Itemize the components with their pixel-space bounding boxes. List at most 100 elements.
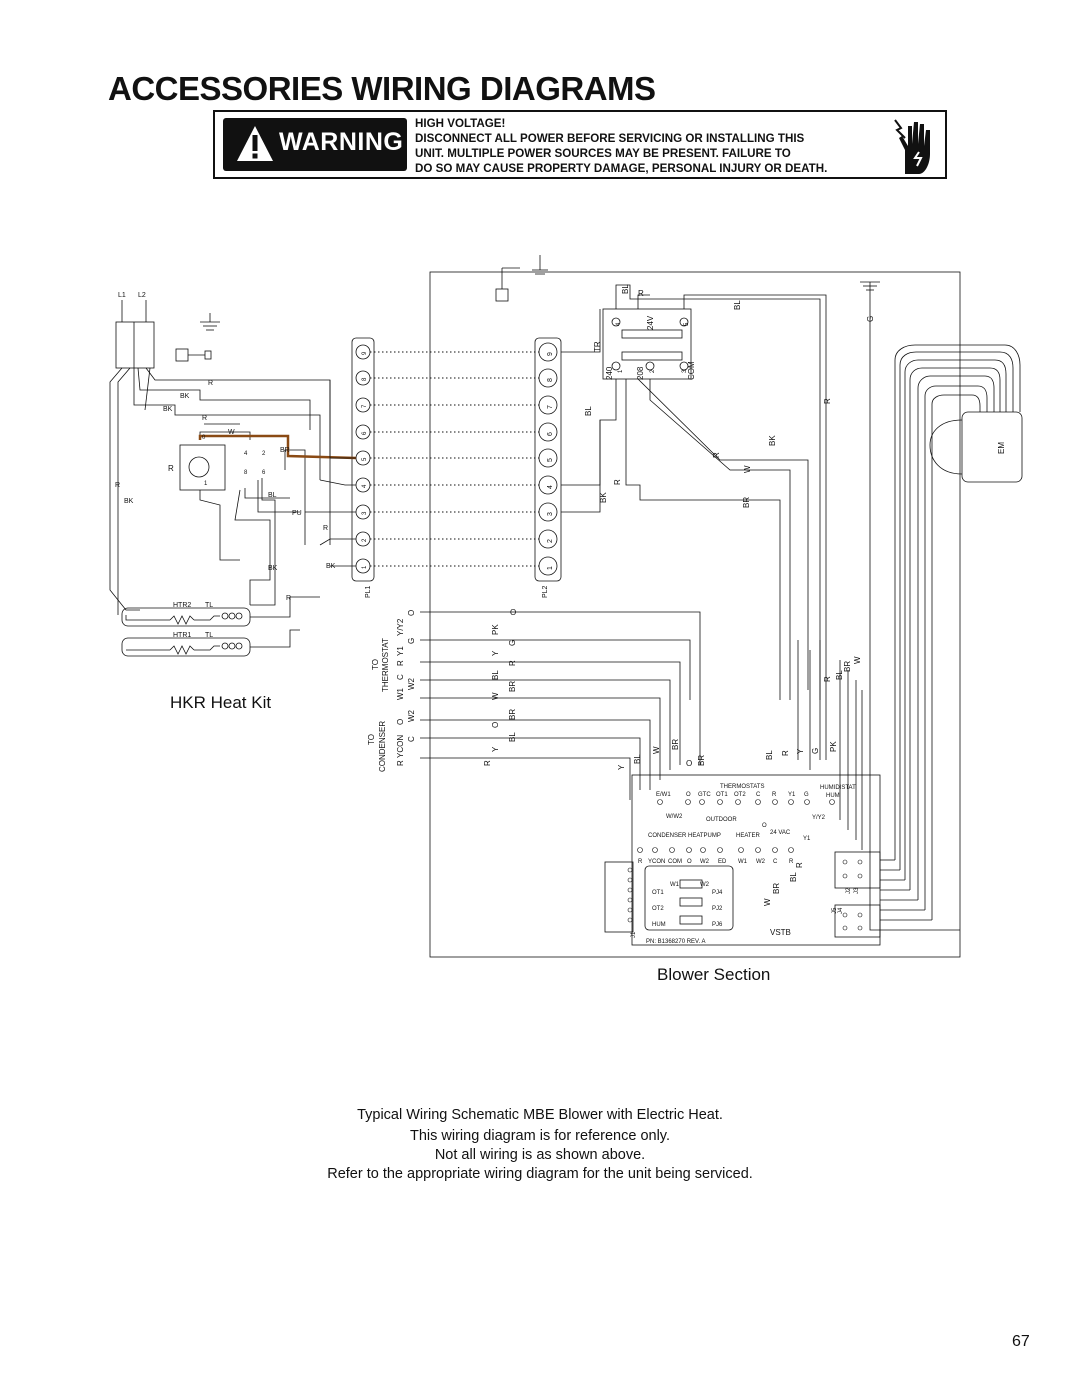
wire-label: R [323,525,328,532]
vstb-jumper-plug: PJ4 [712,890,723,896]
heater-label: HTR1 [173,632,191,639]
relay-terminal: 8 [244,470,248,476]
condenser-wire: O [491,722,500,728]
vstb-bottom-terminal: W1 [738,859,748,865]
vstb-wire: O [686,759,692,768]
pl2-pin: 1 [547,566,554,570]
wire-label: R [115,482,120,489]
pl1-pin: 7 [362,404,368,408]
vstb-heater-label: HEATER [736,833,761,839]
vstb-wire: BR [671,739,680,750]
vstb-outdoor-label: OUTDOOR [706,817,737,823]
vstb-name: VSTB [770,928,791,937]
vstb-wire: W [652,746,661,754]
pl2-pin: 5 [547,458,554,462]
vstb-wire: R [781,750,790,756]
vstb-bottom-terminal: R [789,859,794,865]
vstb-connector: J5 [832,907,838,914]
condenser-wire: R [483,760,492,766]
vstb-terminal: O [686,792,691,798]
condenser-header: CONDENSER [378,721,387,772]
limit-label: TL [205,632,213,639]
vstb-terminal: G [804,792,809,798]
pl1-pin: 8 [362,377,368,381]
vstb-terminal: HUM [826,793,840,799]
pl2-pin: 2 [547,539,554,543]
vstb-side-wire: W [763,898,772,906]
blower-wire: R [823,398,832,404]
vstb-side-wire: BL [789,872,798,882]
warning-text: HIGH VOLTAGE! DISCONNECT ALL POWER BEFOR… [415,116,885,176]
thermostat-terminal: R [396,660,405,666]
supply-label-l2: L2 [138,292,146,299]
pl2-pin: 4 [547,485,554,489]
warning-line: UNIT. MULTIPLE POWER SOURCES MAY BE PRES… [415,147,791,160]
condenser-terminal: R [396,760,405,766]
blower-wire: R [712,452,721,458]
condenser-wire: BR [508,709,517,720]
vstb-bottom-terminal: C [773,859,778,865]
electric-shock-hand-icon [891,116,943,176]
vstb-24vac-label: 24 VAC [770,830,791,836]
vstb-connector: J3 [854,887,860,894]
pl1-pin: 4 [362,484,368,488]
transformer-label: TR [593,341,602,352]
blower-wire: BR [742,497,751,508]
vstb-jumper-plug: PJ6 [712,922,723,928]
note-line: Typical Wiring Schematic MBE Blower with… [357,1107,723,1123]
page-title: ACCESSORIES WIRING DIAGRAMS [108,70,656,107]
blower-wire: BL [733,300,742,310]
vstb-terminal: C [756,792,761,798]
motor-label: EM [997,442,1006,454]
warning-box: WARNING HIGH VOLTAGE! DISCONNECT ALL POW… [213,110,947,179]
warning-line: DISCONNECT ALL POWER BEFORE SERVICING OR… [415,132,805,145]
blower-wire: BL [835,670,844,680]
thermostat-terminal: C [396,674,405,680]
vstb-thermostats-label: THERMOSTATS [720,784,764,790]
relay-terminal: 0 [202,435,206,441]
vstb-jumper-right: W2 [700,882,710,888]
transformer-wire: R [638,289,644,298]
vstb-terminal: R [772,792,777,798]
thermostat-terminal: Y1 [396,646,405,656]
wire-label: R [202,415,207,422]
vstb-side-wire: R [795,862,804,868]
transformer-tap: 3 [682,369,688,373]
vstb-wire: Y [617,764,626,770]
transformer-tap: COM [687,361,696,380]
vstb-side-connector [604,861,634,933]
blower-wire: G [866,316,875,322]
thermostat-wire: BL [491,670,500,680]
vstb-bottom-terminal: R [638,859,643,865]
relay-label: R [168,464,174,473]
pl2-pin: 3 [547,512,554,516]
transformer [602,308,692,380]
vstb-wire: BL [765,750,774,760]
transformer-wire: BL [621,284,630,294]
vstb-bottom-terminal: W2 [756,859,766,865]
transformer-tap: 240 [605,366,614,380]
blower-wire: BR [843,661,852,672]
pl2-label: PL2 [542,585,549,598]
pl2-pin: 8 [547,378,554,382]
vstb-terminal: GTC [698,792,711,798]
blower-wire: BK [768,435,777,446]
thermostat-wire: R [508,660,517,666]
thermostat-wire: BR [508,681,517,692]
vstb-wire: BR [697,755,706,766]
transformer-wire: BK [599,492,608,503]
vstb-part-number: PN: B1368270 REV. A [646,939,706,945]
note-line: Not all wiring is as shown above. [434,1147,646,1163]
blower-motor [961,411,1023,483]
warning-line: DO SO MAY CAUSE PROPERTY DAMAGE, PERSONA… [415,162,828,175]
blower-wire: R [823,676,832,682]
vstb-wire: PK [829,741,838,752]
vstb-bottom-terminal: O [687,859,692,865]
condenser-header: TO [367,734,376,745]
transformer-tap: 5 [684,322,690,326]
vstb-terminal: E/W1 [656,792,671,798]
vstb-wire: BL [633,754,642,764]
thermostat-wire: Y [491,650,500,656]
vstb-ww2-label: W/W2 [666,814,683,820]
